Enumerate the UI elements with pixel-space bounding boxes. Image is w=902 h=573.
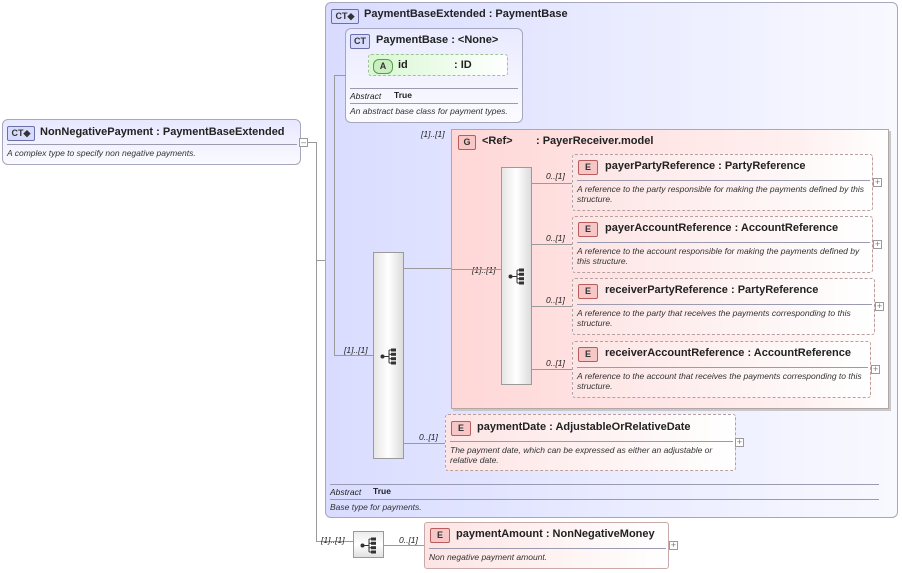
plus-icon[interactable]: + [871,364,880,374]
element-receiver-party-reference[interactable]: E receiverPartyReference : PartyReferenc… [572,278,875,335]
connector-line [384,545,424,546]
connector-line [532,183,572,184]
connector-line [404,443,446,444]
connector-line [316,142,317,542]
element-badge: E [578,160,598,175]
element-multiplicity: 0..[1] [546,295,565,305]
connector-line [334,75,346,76]
sequence-icon [380,348,396,365]
attribute-type: : ID [454,59,472,71]
element-badge: E [578,222,598,237]
group-ref: <Ref> [482,135,513,147]
element-multiplicity: 0..[1] [419,432,438,442]
extended-type-name: PaymentBaseExtended : PaymentBase [364,8,568,20]
payer-receiver-group[interactable]: G <Ref> : PayerReceiver.model [1]..[1] 0… [451,129,889,409]
divider [330,484,879,485]
sequence-multiplicity: [1]..[1] [344,345,368,355]
attribute-name: id [398,59,408,71]
divider [429,548,666,549]
element-multiplicity: 0..[1] [546,358,565,368]
connector-line [404,268,452,269]
complex-type-badge: CT◆ [7,126,35,141]
element-multiplicity: 0..[1] [546,171,565,181]
base-description: An abstract base class for payment types… [350,106,508,116]
connector-line [300,142,317,143]
element-name: receiverAccountReference : AccountRefere… [605,347,851,359]
complex-type-badge: CT [350,34,370,49]
base-complex-type[interactable]: CT PaymentBase : <None> A id : ID Abstra… [345,28,523,123]
connector-line [532,244,572,245]
element-multiplicity: 0..[1] [399,535,418,545]
abstract-label: Abstract [330,487,362,497]
element-badge: E [451,421,471,436]
element-description: A reference to the party that receives t… [577,308,851,328]
element-receiver-account-reference[interactable]: E receiverAccountReference : AccountRefe… [572,341,871,398]
plus-icon[interactable]: + [873,177,882,187]
element-payer-account-reference[interactable]: E payerAccountReference : AccountReferen… [572,216,873,273]
element-description: Non negative payment amount. [429,552,548,562]
group-multiplicity: [1]..[1] [421,129,445,139]
connector-line [334,75,335,355]
sequence-icon [360,537,376,554]
element-name: receiverPartyReference : PartyReference [605,284,819,296]
root-type-name: NonNegativePayment : PaymentBaseExtended [40,126,285,138]
sequence-compositor[interactable] [501,167,532,385]
element-name: payerAccountReference : AccountReference [605,222,839,234]
connector-line [452,269,502,270]
element-description: A reference to the party responsible for… [577,184,864,204]
group-sequence-multiplicity: [1]..[1] [472,265,496,275]
abstract-value: True [394,90,412,100]
element-payment-amount[interactable]: E paymentAmount : NonNegativeMoney Non n… [424,522,669,569]
element-badge: E [430,528,450,543]
plus-icon[interactable]: + [669,540,678,550]
divider [577,367,868,368]
attribute-badge: A [373,59,393,74]
divider [330,499,879,500]
element-payer-party-reference[interactable]: E payerPartyReference : PartyReference A… [572,154,873,211]
element-badge: E [578,284,598,299]
connector-line [316,541,354,542]
divider [577,304,872,305]
divider [577,180,870,181]
connector-line [334,355,374,356]
divider [450,441,733,442]
element-payment-date[interactable]: E paymentDate : AdjustableOrRelativeDate… [445,414,736,471]
minus-icon[interactable]: – [299,137,308,147]
connector-line [532,306,572,307]
complex-type-badge: CT◆ [331,9,359,24]
group-name: : PayerReceiver.model [536,135,654,147]
element-name: payerPartyReference : PartyReference [605,160,806,172]
divider [577,242,870,243]
element-description: A reference to the account responsible f… [577,246,860,266]
divider [350,88,518,89]
root-description: A complex type to specify non negative p… [7,148,196,158]
abstract-value: True [373,486,391,496]
root-complex-type[interactable]: CT◆ NonNegativePayment : PaymentBaseExte… [2,119,301,165]
abstract-label: Abstract [350,91,382,101]
group-badge: G [458,135,476,150]
sequence-multiplicity: [1]..[1] [321,535,345,545]
plus-icon[interactable]: + [873,239,882,249]
element-description: The payment date, which can be expressed… [450,445,713,465]
sequence-compositor[interactable] [353,531,384,558]
divider [350,103,518,104]
connector-line [532,369,572,370]
divider [7,144,297,145]
sequence-compositor[interactable] [373,252,404,459]
attribute-id[interactable]: A id : ID [368,54,508,76]
element-badge: E [578,347,598,362]
element-name: paymentDate : AdjustableOrRelativeDate [477,421,691,433]
element-multiplicity: 0..[1] [546,233,565,243]
element-name: paymentAmount : NonNegativeMoney [456,528,655,540]
base-type-name: PaymentBase : <None> [376,34,499,46]
plus-icon[interactable]: + [735,437,744,447]
sequence-icon [508,268,524,285]
extended-description: Base type for payments. [330,502,422,512]
element-description: A reference to the account that receives… [577,371,862,391]
plus-icon[interactable]: + [875,301,884,311]
